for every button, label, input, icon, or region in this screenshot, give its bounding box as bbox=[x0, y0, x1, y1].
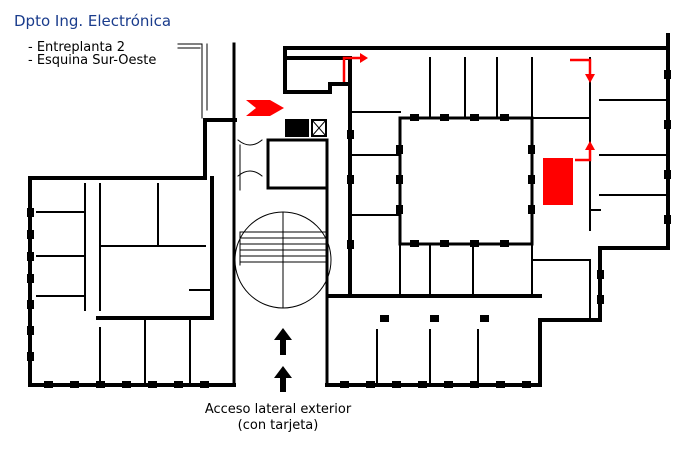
left-corridor-lines bbox=[177, 43, 208, 119]
floor-label: - Entreplanta 2 bbox=[28, 40, 125, 55]
map-title: Dpto Ing. Electrónica bbox=[14, 12, 172, 30]
elevator-shaft bbox=[311, 119, 327, 137]
left-wing-walls bbox=[28, 118, 237, 387]
elevator-box bbox=[285, 119, 309, 137]
stair-core bbox=[232, 42, 329, 387]
corner-label: - Esquina Sur-Oeste bbox=[28, 53, 157, 68]
destination-room bbox=[543, 158, 573, 205]
right-building-inner bbox=[349, 57, 669, 385]
walk-up-arrow-icon bbox=[274, 328, 292, 392]
inner-courtyard bbox=[398, 116, 534, 246]
left-wing-inner bbox=[36, 183, 213, 385]
stairs bbox=[234, 139, 332, 309]
entrance-arrow-icon bbox=[246, 100, 284, 116]
column-markers bbox=[27, 70, 671, 388]
access-label-line2: (con tarjeta) bbox=[237, 418, 319, 433]
route-arrow-icon bbox=[342, 56, 592, 162]
right-building-walls bbox=[283, 33, 670, 387]
access-label-line1: Acceso lateral exterior bbox=[204, 402, 352, 417]
